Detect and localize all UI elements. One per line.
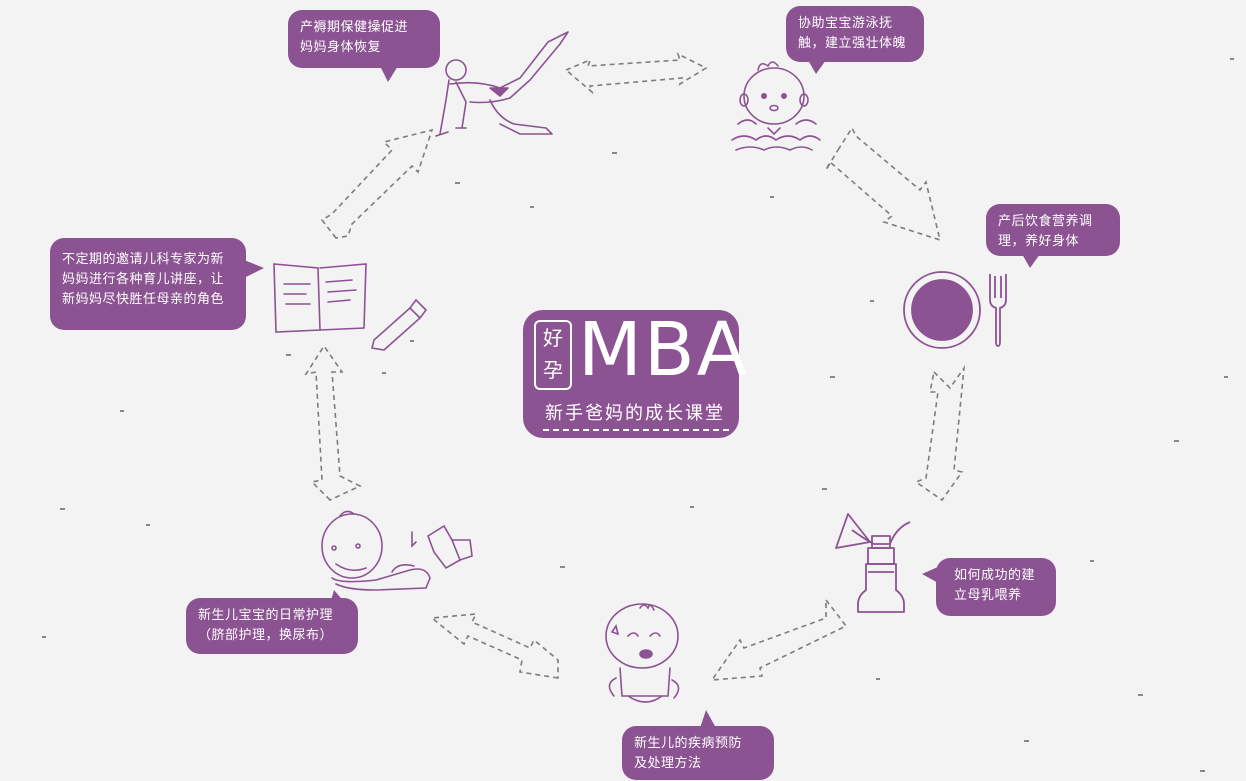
bubble-line: 妈妈身体恢复: [300, 40, 382, 55]
bubble-disease-prevention: 新生儿的疾病预防 及处理方法: [622, 726, 774, 780]
bubble-line: 如何成功的建: [954, 568, 1036, 583]
arrow-fitness-swimming: [564, 52, 708, 95]
bubble-postpartum-diet: 产后饮食营养调 理，养好身体: [986, 204, 1120, 256]
brand-logo-mark: 好 孕: [534, 320, 572, 390]
crawling-baby-diaper-icon: [321, 510, 473, 591]
plate-fork-icon: [903, 271, 1007, 349]
bubble-line: 新生儿的疾病预防: [634, 736, 743, 751]
arrow-pump-sick: [710, 597, 848, 681]
bubble-line: 妈妈进行各种育儿讲座，让: [62, 272, 225, 287]
swimming-baby-icon: [731, 61, 821, 151]
bubble-tail: [1022, 254, 1040, 268]
brand-card: [523, 310, 739, 438]
bubble-postpartum-fitness: 产褥期保健操促进 妈妈身体恢复: [288, 10, 440, 68]
brand-logo-text: MBA: [578, 307, 750, 393]
bubble-line: （脐部护理，换尿布）: [198, 628, 334, 643]
bubble-tail: [808, 60, 826, 74]
bubble-tail: [244, 260, 264, 278]
breast-pump-icon: [835, 513, 911, 613]
slogan-underline: [543, 429, 729, 431]
bubble-line: 产后饮食营养调: [998, 214, 1093, 229]
bubble-line: 触，建立强壮体魄: [798, 36, 907, 51]
arrow-swimming-diet: [825, 126, 942, 242]
bubble-line: 新妈妈尽快胜任母亲的角色: [62, 292, 225, 307]
arrow-newborn-book: [304, 344, 362, 501]
bubble-line: 产褥期保健操促进: [300, 20, 409, 35]
brand-logo-char-2: 孕: [543, 358, 563, 382]
bubble-line: 协助宝宝游泳抚: [798, 16, 893, 31]
bubble-line: 不定期的邀请儿科专家为新: [62, 252, 225, 267]
bubble-tail: [922, 566, 940, 584]
bubble-baby-swimming: 协助宝宝游泳抚 触，建立强壮体魄: [786, 6, 924, 62]
arrow-book-fitness: [320, 128, 434, 239]
bubble-tail: [380, 66, 398, 82]
brand-logo-char-1: 好: [543, 326, 563, 350]
bubble-line: 及处理方法: [634, 756, 702, 771]
book-pencil-icon: [273, 263, 428, 351]
bubble-tail: [700, 710, 716, 728]
arrow-diet-pump: [914, 365, 966, 502]
bubble-line: 理，养好身体: [998, 234, 1080, 249]
bubble-line: 新生儿宝宝的日常护理: [198, 608, 334, 623]
arrow-sick-newborn: [429, 613, 559, 679]
cycle-arrows: [304, 52, 966, 681]
bubble-line: 立母乳喂养: [954, 588, 1022, 603]
yoga-mother-icon: [435, 31, 569, 137]
sick-baby-icon: [605, 603, 680, 703]
brand-slogan: 新手爸妈的成长课堂: [545, 403, 725, 424]
bubble-expert-lectures: 不定期的邀请儿科专家为新 妈妈进行各种育儿讲座，让 新妈妈尽快胜任母亲的角色: [50, 238, 246, 330]
bubble-tail: [330, 590, 346, 604]
decor-specks: [42, 58, 1234, 772]
bubble-newborn-care: 新生儿宝宝的日常护理 （脐部护理，换尿布）: [186, 598, 358, 654]
bubble-breastfeeding: 如何成功的建 立母乳喂养: [936, 558, 1056, 616]
